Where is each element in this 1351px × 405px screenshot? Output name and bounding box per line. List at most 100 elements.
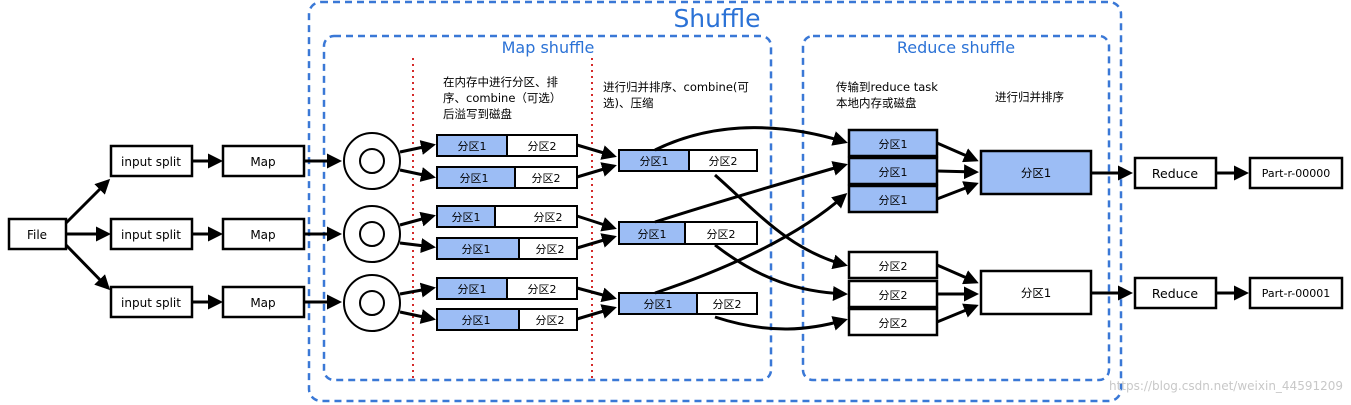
copy-arrow-m2-p2 bbox=[714, 243, 848, 301]
input-split-label-3: input split bbox=[121, 296, 181, 310]
spill-note-line-1: 在内存中进行分区、排 bbox=[443, 75, 558, 89]
copied-p2-label-3: 分区2 bbox=[879, 317, 908, 330]
output-file-label-2: Part-r-00001 bbox=[1262, 287, 1330, 300]
reduce-label-1: Reduce bbox=[1152, 166, 1199, 181]
arrow-buffer-spill-3b bbox=[399, 309, 436, 324]
spill-1a-p1-label: 分区1 bbox=[458, 140, 487, 153]
arrow-merge-r2c bbox=[936, 303, 979, 324]
ring-buffer-1-inner bbox=[359, 148, 385, 174]
copied-p2-box-3 bbox=[847, 307, 939, 337]
map-shuffle-title: Map shuffle bbox=[502, 38, 595, 57]
arrow-buffer-spill-2a bbox=[399, 211, 436, 227]
copy-arrow-m1-p1 bbox=[654, 126, 848, 152]
reduce-label-2: Reduce bbox=[1152, 286, 1199, 301]
merged-2-p2-box bbox=[684, 221, 758, 245]
spill-1b-p2-label: 分区2 bbox=[532, 172, 561, 185]
file-box bbox=[7, 217, 68, 251]
shuffle-region bbox=[307, 0, 1123, 403]
copied-p1-box-3 bbox=[847, 184, 939, 214]
copied-p1-label-3: 分区1 bbox=[879, 194, 908, 207]
arrow-file-split-3 bbox=[64, 243, 111, 291]
spill-3b-p1-label: 分区1 bbox=[462, 314, 491, 327]
arrow-spill-merge-3b bbox=[576, 304, 617, 321]
spill-2a-p1-label: 分区1 bbox=[452, 211, 481, 224]
map-shuffle-region bbox=[322, 34, 773, 382]
reduce-shuffle-region bbox=[801, 34, 1111, 382]
file-label: File bbox=[27, 228, 47, 242]
arrow-spill-merge-1a bbox=[576, 143, 617, 160]
spill-file-1b: 分区1 分区2 bbox=[436, 166, 578, 189]
arrow-buffer-spill-1b bbox=[399, 167, 436, 182]
copy-arrow-m3-p1 bbox=[654, 193, 848, 295]
merged-reduce-input-1-label: 分区1 bbox=[1021, 166, 1051, 180]
spill-file-2a: 分区1 分区2 bbox=[436, 205, 578, 228]
arrow-merge-r1c bbox=[936, 181, 979, 201]
spill-3a-p1-label: 分区1 bbox=[458, 283, 487, 296]
watermark-text: https://blog.csdn.net/weixin_44591209 bbox=[1109, 379, 1343, 393]
spill-3a-p2-label: 分区2 bbox=[528, 283, 557, 296]
copied-p1-box-2 bbox=[847, 156, 939, 186]
transfer-note-line-2: 本地内存或磁盘 bbox=[836, 96, 917, 110]
merged-2-p2-label: 分区2 bbox=[707, 228, 736, 241]
merged-1-p2-box bbox=[688, 149, 758, 172]
arrow-buffer-spill-3a bbox=[399, 282, 436, 298]
spill-file-1a: 分区1 分区2 bbox=[436, 134, 578, 157]
arrow-merge-r1a bbox=[936, 141, 979, 163]
arrow-spill-merge-2b bbox=[576, 233, 617, 250]
merge-note-line-1: 进行归并排序、combine(可 bbox=[603, 80, 749, 94]
merged-3-p2-label: 分区2 bbox=[713, 298, 742, 311]
copied-p1-label-2: 分区1 bbox=[879, 166, 908, 179]
merged-output-2: 分区1 分区2 bbox=[618, 221, 758, 245]
spill-file-3b: 分区1 分区2 bbox=[436, 308, 578, 331]
merged-1-p1-label: 分区1 bbox=[640, 155, 669, 168]
output-file-label-1: Part-r-00000 bbox=[1262, 167, 1330, 180]
spill-note-line-3: 后溢写到磁盘 bbox=[443, 107, 512, 121]
transfer-note-line-1: 传输到reduce task bbox=[836, 80, 938, 94]
merged-reduce-input-2-label: 分区1 bbox=[1021, 286, 1051, 300]
input-split-label-1: input split bbox=[121, 155, 181, 169]
spill-3b-p2-box bbox=[518, 308, 578, 331]
merged-output-1: 分区1 分区2 bbox=[618, 149, 758, 172]
arrow-spill-merge-1b bbox=[576, 162, 617, 179]
merged-reduce-input-1 bbox=[979, 149, 1093, 196]
spill-2b-p1-label: 分区1 bbox=[462, 243, 491, 256]
merged-3-p1-label: 分区1 bbox=[644, 298, 673, 311]
arrow-buffer-spill-2b bbox=[399, 238, 436, 254]
copy-arrow-m1-p2 bbox=[714, 173, 848, 270]
spill-1b-p1-label: 分区1 bbox=[460, 172, 489, 185]
ring-buffer-3-inner bbox=[359, 290, 385, 316]
copy-arrow-m3-p2 bbox=[714, 315, 848, 331]
reduce-merge-note: 进行归并排序 bbox=[995, 90, 1064, 104]
merge-note-line-2: 选)、压缩 bbox=[603, 96, 654, 110]
spill-2b-p2-box bbox=[518, 237, 578, 260]
merged-2-p1-label: 分区1 bbox=[638, 228, 667, 241]
copied-p2-label-1: 分区2 bbox=[879, 260, 908, 273]
input-split-label-2: input split bbox=[121, 228, 181, 242]
output-file-box-1 bbox=[1248, 156, 1344, 190]
copied-p1-label-1: 分区1 bbox=[879, 138, 908, 151]
spill-1b-p2-box bbox=[514, 166, 578, 189]
spill-3b-p2-label: 分区2 bbox=[536, 314, 565, 327]
spill-note-line-2: 序、combine（可选） bbox=[443, 91, 561, 105]
ring-buffer-2-inner bbox=[359, 221, 385, 247]
merged-3-p2-box bbox=[696, 292, 758, 315]
arrow-file-split-1 bbox=[64, 178, 111, 225]
spill-file-2b: 分区1 分区2 bbox=[436, 237, 578, 260]
reduce-shuffle-title: Reduce shuffle bbox=[897, 38, 1015, 57]
copy-arrow-m2-p1 bbox=[654, 161, 848, 224]
map-label-1: Map bbox=[250, 155, 275, 169]
merged-1-p2-label: 分区2 bbox=[709, 155, 738, 168]
arrow-buffer-spill-1a bbox=[399, 140, 436, 155]
input-split-box-2 bbox=[109, 217, 194, 251]
reduce-box-2 bbox=[1133, 276, 1218, 310]
map-label-2: Map bbox=[250, 228, 275, 242]
map-label-3: Map bbox=[250, 296, 275, 310]
arrow-merge-r1b bbox=[936, 164, 979, 180]
output-file-box-2 bbox=[1248, 276, 1344, 310]
spill-file-3a: 分区1 分区2 bbox=[436, 277, 578, 300]
arrow-spill-merge-3a bbox=[576, 286, 617, 303]
spill-2b-p2-label: 分区2 bbox=[536, 243, 565, 256]
arrow-merge-r2a bbox=[936, 263, 979, 285]
